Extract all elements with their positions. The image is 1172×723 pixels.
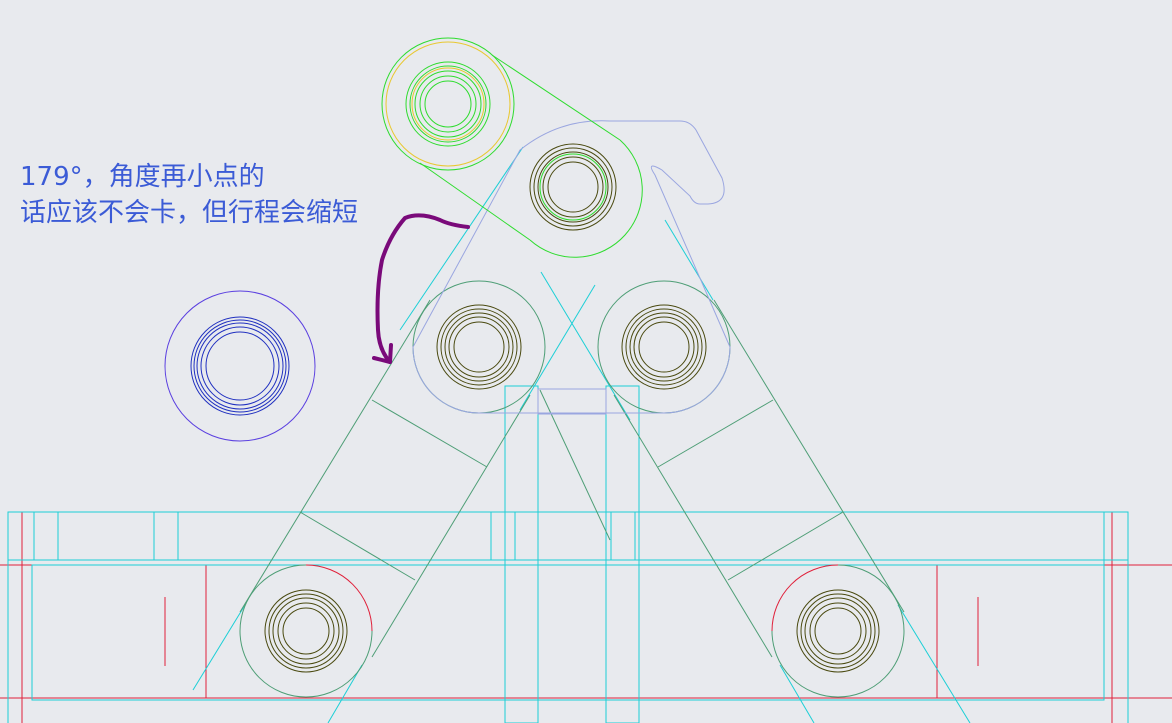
linkage-arms <box>239 280 905 698</box>
annotation-line-2: 话应该不会卡，但行程会缩短 <box>20 198 359 228</box>
base-frame <box>7 146 1129 723</box>
annotation-arrow <box>372 213 470 364</box>
annotation-line-1: 179°，角度再小点的 <box>20 162 265 192</box>
red-reference-lines <box>0 512 1172 723</box>
green-link <box>381 37 643 258</box>
bearing-rings <box>264 143 880 673</box>
triangle-plate-outline <box>412 120 731 414</box>
blue-roller <box>164 290 316 442</box>
